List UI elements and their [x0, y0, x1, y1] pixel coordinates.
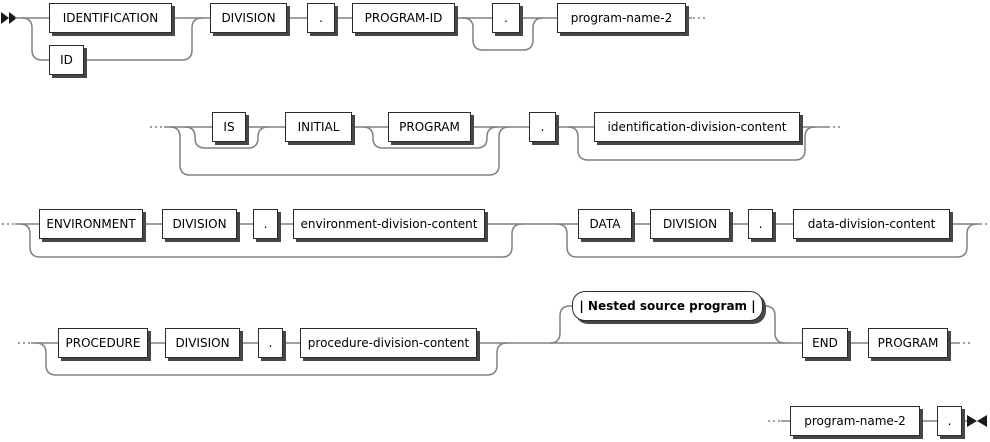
- node-procedure-keyword: PROCEDURE: [58, 328, 148, 358]
- node-program-keyword-2: PROGRAM: [868, 328, 948, 358]
- node-period-7: .: [937, 406, 962, 436]
- node-division-keyword-1: DIVISION: [210, 3, 287, 33]
- node-division-keyword-4: DIVISION: [165, 328, 240, 358]
- node-division-keyword-2: DIVISION: [162, 209, 237, 239]
- node-program-name-2-top: program-name-2: [557, 3, 686, 33]
- node-identification-keyword: IDENTIFICATION: [49, 3, 172, 33]
- node-program-keyword-1: PROGRAM: [388, 112, 471, 142]
- node-period-1: .: [307, 3, 335, 33]
- row1-optional-dot-bypass: [462, 17, 544, 51]
- row1-id-branch-up: [84, 17, 203, 61]
- node-nested-source-program: | Nested source program |: [572, 291, 763, 321]
- node-program-id-keyword: PROGRAM-ID: [352, 3, 455, 33]
- node-data-division-content: data-division-content: [793, 209, 950, 239]
- start-marker-icon: [9, 12, 17, 24]
- node-data-keyword: DATA: [578, 209, 632, 239]
- node-program-name-2-bottom: program-name-2: [790, 406, 920, 436]
- node-period-6: .: [258, 328, 283, 358]
- node-is-keyword: IS: [212, 112, 246, 142]
- node-period-5: .: [748, 209, 773, 239]
- row2-content-bypass: [567, 126, 816, 161]
- row4-nested-loop-left: [549, 305, 572, 344]
- row4-nested-loop-right: [763, 305, 786, 344]
- node-environment-keyword: ENVIRONMENT: [39, 209, 143, 239]
- node-division-keyword-3: DIVISION: [650, 209, 730, 239]
- row3-environment-bypass: [19, 223, 523, 258]
- end-marker-icon: [977, 415, 987, 427]
- node-procedure-division-content: procedure-division-content: [300, 328, 477, 358]
- row3-data-bypass: [556, 223, 978, 258]
- start-marker-icon: [1, 12, 9, 24]
- node-period-4: .: [253, 209, 278, 239]
- node-environment-division-content: environment-division-content: [293, 209, 485, 239]
- row1-id-branch-down: [21, 17, 49, 61]
- row2-is-bypass: [184, 126, 269, 149]
- row2-program-bypass: [362, 126, 498, 149]
- node-identification-division-content: identification-division-content: [594, 112, 800, 142]
- node-period-3: .: [529, 112, 556, 142]
- node-id-keyword: ID: [49, 45, 84, 75]
- row4-procedure-bypass: [35, 342, 508, 376]
- node-initial-keyword: INITIAL: [285, 112, 352, 142]
- end-marker-icon: [967, 415, 977, 427]
- node-period-2: .: [492, 3, 520, 33]
- row2-outer-bypass: [169, 126, 510, 176]
- node-end-keyword: END: [802, 328, 848, 358]
